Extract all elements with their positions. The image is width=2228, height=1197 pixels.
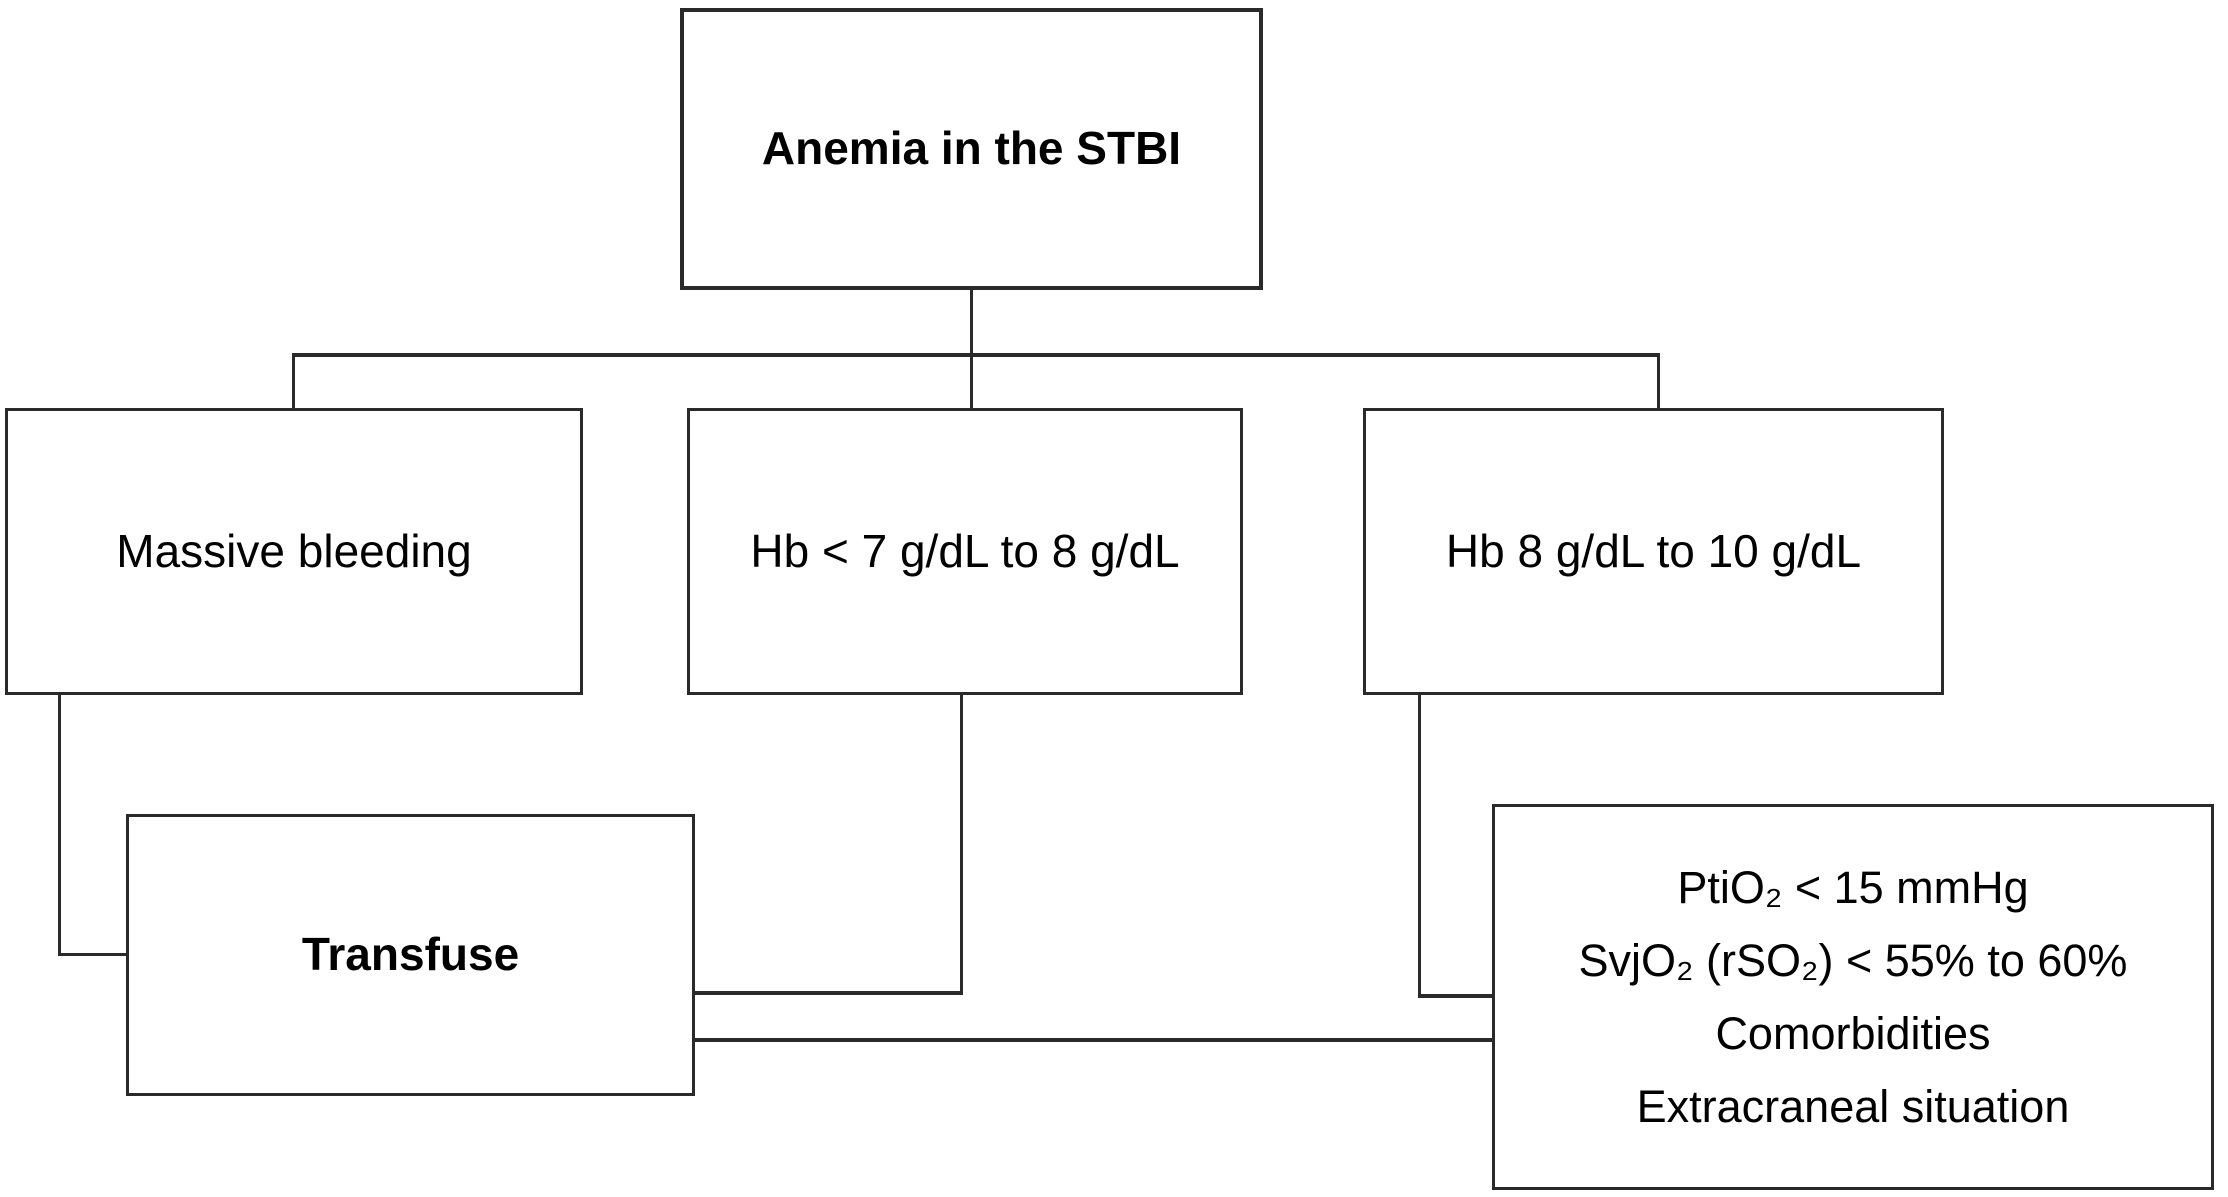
node-transfuse: Transfuse	[126, 814, 695, 1096]
edge-hb8-to-criteria-v-line	[1418, 695, 1421, 997]
edge-root-stem-line	[970, 290, 973, 408]
node-hb-8-to-10-label: Hb 8 g/dL to 10 g/dL	[1445, 524, 1862, 577]
edge-transfuse-to-criteria-line	[695, 1038, 1495, 1042]
edge-hb8-to-criteria-h-line	[1418, 994, 1495, 998]
edge-root-to-massive-line	[292, 353, 295, 408]
node-hb-below-7-to-8: Hb < 7 g/dL to 8 g/dL	[687, 408, 1243, 695]
node-hb-below-7-to-8-label: Hb < 7 g/dL to 8 g/dL	[750, 524, 1180, 577]
edge-branch-bar-line	[292, 353, 1660, 357]
edge-hb7-to-transfuse-h-line	[695, 991, 963, 995]
edge-hb7-to-transfuse-v-line	[960, 695, 963, 994]
node-anemia-in-the-stbi-label: Anemia in the STBI	[761, 122, 1182, 175]
node-massive-bleeding: Massive bleeding	[5, 408, 583, 695]
node-massive-bleeding-label: Massive bleeding	[116, 524, 472, 577]
edge-massive-to-transfuse-h-line	[58, 953, 129, 956]
transfusion-criteria-text: PtiO₂ < 15 mmHg SvjO₂ (rSO₂) < 55% to 60…	[1495, 851, 2211, 1143]
node-transfuse-label: Transfuse	[301, 928, 520, 981]
node-transfusion-criteria: PtiO₂ < 15 mmHg SvjO₂ (rSO₂) < 55% to 60…	[1492, 804, 2214, 1190]
edge-massive-to-transfuse-v-line	[58, 695, 61, 956]
criteria-line-comorbidities: Comorbidities	[1715, 1008, 1991, 1059]
criteria-line-extracraneal: Extracraneal situation	[1636, 1081, 2070, 1132]
criteria-line-ptio2: PtiO₂ < 15 mmHg	[1677, 862, 2029, 913]
node-anemia-in-the-stbi: Anemia in the STBI	[680, 8, 1263, 290]
node-hb-8-to-10: Hb 8 g/dL to 10 g/dL	[1363, 408, 1944, 695]
criteria-line-svjo2: SvjO₂ (rSO₂) < 55% to 60%	[1578, 935, 2128, 986]
edge-root-to-hb8-line	[1657, 353, 1660, 408]
